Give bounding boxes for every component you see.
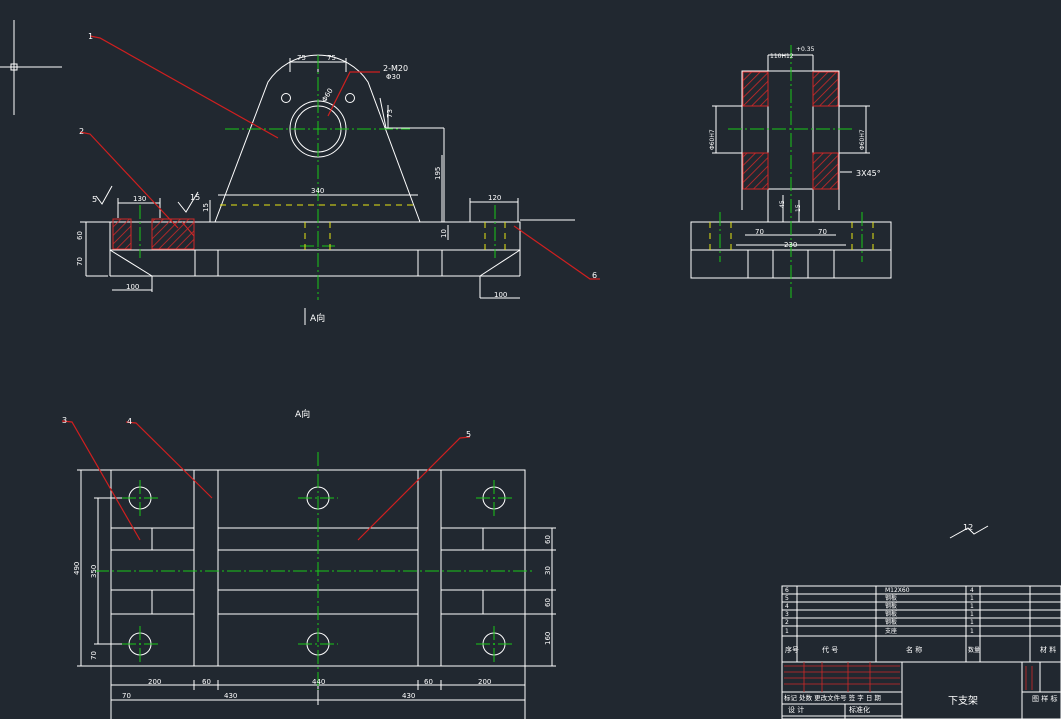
side-centerlines bbox=[719, 45, 863, 298]
dim-front-340: 340 bbox=[311, 187, 324, 195]
bom-row-3-index: 3 bbox=[785, 611, 789, 618]
dim-plan-430-right: 430 bbox=[402, 692, 415, 700]
dim-plan-350: 350 bbox=[90, 565, 98, 578]
part-number-5: 5 bbox=[466, 430, 471, 439]
bom-row-1-qty: 1 bbox=[970, 628, 974, 635]
drawing-name: 下支架 bbox=[948, 695, 978, 707]
crosshair-cursor bbox=[0, 20, 62, 115]
plan-centerlines bbox=[95, 452, 535, 690]
bom-row-4-index: 4 bbox=[785, 603, 789, 610]
dim-side-right-fit: Φ60H7 bbox=[859, 129, 866, 150]
dim-front-top-right: 75 bbox=[327, 54, 336, 62]
drawing-sheet-label: 图 样 标 bbox=[1032, 694, 1057, 703]
dim-side-70-left: 70 bbox=[755, 228, 764, 236]
bom-header-name: 名 称 bbox=[906, 645, 922, 654]
dim-front-hole-left: 130 bbox=[133, 195, 146, 203]
dim-front-10: 10 bbox=[440, 229, 448, 238]
plan-view[interactable] bbox=[77, 469, 989, 719]
bom-row-3-qty: 1 bbox=[970, 611, 974, 618]
dim-front-15: 15 bbox=[202, 203, 210, 212]
dim-side-15: 15 bbox=[795, 204, 802, 212]
standard-label: 标准化 bbox=[849, 705, 870, 714]
dim-plan-200-left: 200 bbox=[148, 678, 161, 686]
dim-side-left-fit: Φ60H7 bbox=[709, 129, 716, 150]
bom-header-index: 序号 bbox=[785, 645, 799, 654]
bom-row-6-qty: 4 bbox=[970, 587, 974, 594]
dim-plan-60-right: 60 bbox=[424, 678, 433, 686]
dim-front-195: 195 bbox=[434, 167, 442, 180]
dim-front-bore: Φ60 bbox=[321, 87, 335, 103]
title-block[interactable] bbox=[781, 585, 1061, 719]
side-hidden-lines bbox=[709, 222, 874, 250]
dim-front-73: 73 bbox=[386, 109, 394, 118]
dim-plan-440: 440 bbox=[312, 678, 325, 686]
bom-header-material: 材 料 bbox=[1040, 645, 1056, 654]
hole-note-diameter: Φ30 bbox=[386, 73, 400, 81]
dim-front-top-left: 75 bbox=[297, 54, 306, 62]
bom-row-2-index: 2 bbox=[785, 619, 789, 626]
revision-grid bbox=[784, 662, 1033, 692]
roughness-12: 12 bbox=[963, 523, 973, 532]
dim-plan-60-bot: 60 bbox=[544, 598, 552, 607]
bom-row-5-name: 钢板 bbox=[885, 594, 897, 602]
roughness-5: 5 bbox=[92, 195, 97, 204]
bom-row-3-name: 钢板 bbox=[885, 610, 897, 618]
dim-plan-490: 490 bbox=[73, 562, 81, 575]
dim-front-base-60: 60 bbox=[76, 231, 84, 240]
part-leaders bbox=[61, 35, 600, 541]
bom-header-code: 代 号 bbox=[822, 645, 838, 654]
front-hidden-lines bbox=[220, 204, 506, 250]
view-arrow-label: A向 bbox=[310, 312, 325, 324]
bom-row-4-name: 钢板 bbox=[885, 602, 897, 610]
dim-plan-200-right: 200 bbox=[478, 678, 491, 686]
dim-side-70-right: 70 bbox=[818, 228, 827, 236]
bom-row-2-name: 钢板 bbox=[885, 618, 897, 626]
part-number-2: 2 bbox=[79, 127, 84, 136]
dim-front-foot-left: 100 bbox=[126, 283, 139, 291]
bom-row-5-qty: 1 bbox=[970, 595, 974, 602]
dim-plan-70-bottom: 70 bbox=[122, 692, 131, 700]
dim-front-base-70: 70 bbox=[76, 257, 84, 266]
revision-row-label: 标记 处数 更改文件号 签 字 日 期 bbox=[784, 693, 881, 702]
chamfer-note: 3X45° bbox=[856, 169, 881, 178]
dim-plan-70: 70 bbox=[90, 651, 98, 660]
bom-row-2-qty: 1 bbox=[970, 619, 974, 626]
dim-front-hole-right: 120 bbox=[488, 194, 501, 202]
bom-row-6-index: 6 bbox=[785, 587, 789, 594]
dim-side-top-width: 110H12 bbox=[770, 53, 794, 60]
part-number-4: 4 bbox=[127, 417, 132, 426]
bom-row-1-name: 支座 bbox=[885, 627, 897, 635]
part-number-1: 1 bbox=[88, 32, 93, 41]
bom-row-1-index: 1 bbox=[785, 628, 789, 635]
bom-row-5-index: 5 bbox=[785, 595, 789, 602]
dim-front-foot-right: 100 bbox=[494, 291, 507, 299]
dim-plan-160: 160 bbox=[544, 632, 552, 645]
dim-plan-430-left: 430 bbox=[224, 692, 237, 700]
dim-plan-60-top: 60 bbox=[544, 535, 552, 544]
bom-row-4-qty: 1 bbox=[970, 603, 974, 610]
dim-side-45: 45 bbox=[779, 200, 786, 208]
bom-header-qty: 数量 bbox=[968, 646, 980, 654]
dim-side-230: 230 bbox=[784, 241, 797, 249]
designer-label: 设 计 bbox=[788, 705, 804, 714]
part-number-6: 6 bbox=[592, 271, 597, 280]
part-number-3: 3 bbox=[62, 416, 67, 425]
hole-note-thread: 2-M20 bbox=[383, 64, 408, 73]
roughness-15: 15 bbox=[190, 193, 200, 202]
front-centerlines bbox=[139, 55, 496, 300]
bom-row-6-name: M12X60 bbox=[885, 587, 910, 594]
dim-side-top-tol: +0.35 bbox=[796, 46, 815, 53]
plan-view-title: A向 bbox=[295, 408, 310, 420]
dim-plan-60-left: 60 bbox=[202, 678, 211, 686]
dim-plan-30: 30 bbox=[544, 566, 552, 575]
